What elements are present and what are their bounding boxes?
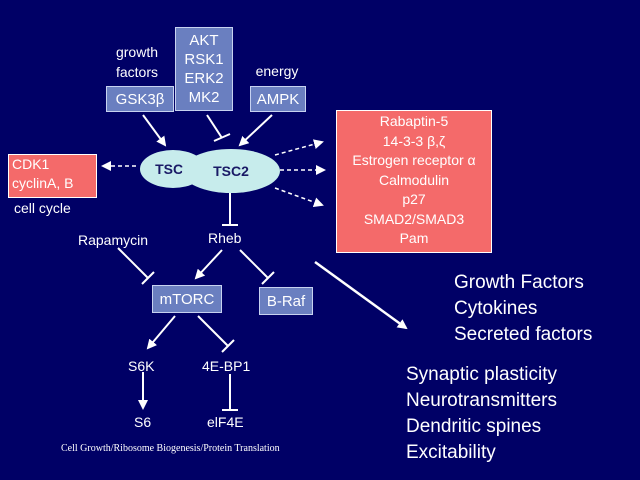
output-secreted-factors: Secreted factors [454, 324, 593, 345]
output-dendritic-spines: Dendritic spines [406, 416, 542, 437]
arrow-to-outputs [314, 260, 408, 330]
s6-label: S6 [134, 414, 152, 430]
kinase-erk2: ERK2 [184, 70, 224, 87]
arrow-ampk-tsc [238, 114, 273, 147]
growth-factors-label: growth factors [115, 44, 159, 80]
output-excitability: Excitability [406, 442, 496, 463]
dashed-arrow-binders-1 [274, 139, 324, 156]
rapamycin-label: Rapamycin [78, 232, 149, 248]
translation-caption: Cell Growth/Ribosome Biogenesis/Protein … [61, 443, 280, 454]
tsc2-ellipse: TSC2 [182, 149, 280, 193]
eif4e-label: elF4E [207, 414, 244, 430]
cdk1-cyclin-box: CDK1 cyclinA, B [8, 154, 97, 198]
arrow-mtorc-s6k [146, 315, 176, 350]
arrow-gsk3b-tsc [142, 114, 167, 147]
outputs-secreted-list: Growth Factors Cytokines Secreted factor… [454, 270, 592, 348]
kinase-mk2: MK2 [188, 89, 220, 106]
binder-p27: p27 [402, 191, 426, 207]
inhibit-mtorc-4ebp1 [197, 315, 229, 347]
inhibit-kinases-tsc [206, 114, 223, 139]
cell-cycle-label: cell cycle [14, 200, 71, 216]
rheb-label: Rheb [208, 230, 242, 246]
output-growth-factors: Growth Factors [454, 272, 584, 293]
binder-calmodulin: Calmodulin [378, 171, 450, 188]
s6k-label: S6K [128, 358, 155, 374]
kinase-rsk1: RSK1 [184, 51, 224, 68]
inhibit-rapamycin-mtorc [117, 247, 149, 279]
binder-14-3-3: 14-3-3 β,ζ [382, 132, 446, 149]
kinases-box: AKT RSK1 ERK2 MK2 [175, 27, 233, 111]
4ebp1-label: 4E-BP1 [202, 358, 251, 374]
cdk1-label: CDK1 [12, 156, 50, 172]
dashed-arrow-binders-3 [274, 187, 324, 207]
tsc-binders-box: Rabaptin-5 14-3-3 β,ζ Estrogen receptor … [336, 110, 492, 253]
output-cytokines: Cytokines [454, 298, 538, 319]
gsk3b-box: GSK3β [106, 86, 174, 112]
outputs-neuronal-list: Synaptic plasticity Neurotransmitters De… [406, 362, 557, 466]
kinase-akt: AKT [189, 32, 219, 49]
mtorc-box: mTORC [152, 285, 222, 313]
binder-smad: SMAD2/SMAD3 [363, 210, 465, 227]
ampk-box: AMPK [250, 86, 306, 112]
braf-box: B-Raf [259, 287, 313, 315]
binder-pam: Pam [399, 230, 429, 246]
inhibit-rheb-braf [239, 249, 269, 279]
energy-label: energy [255, 63, 299, 79]
binder-rabaptin: Rabaptin-5 [379, 113, 449, 129]
output-neurotransmitters: Neurotransmitters [406, 390, 557, 411]
arrow-rheb-mtorc [194, 249, 223, 280]
cyclin-label: cyclinA, B [12, 175, 74, 191]
binder-estrogen-receptor: Estrogen receptor α [352, 152, 476, 168]
output-synaptic-plasticity: Synaptic plasticity [406, 364, 558, 385]
